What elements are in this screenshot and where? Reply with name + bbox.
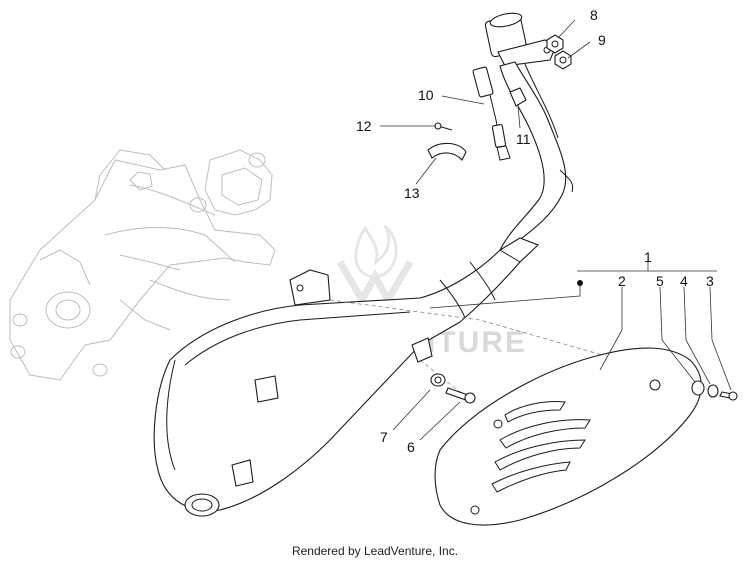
assembly-marker-dot (577, 280, 583, 286)
callout-4: 4 (680, 273, 688, 289)
hardware-parts (427, 34, 738, 404)
callout-9: 9 (598, 32, 606, 48)
callout-12: 12 (356, 118, 372, 134)
frame-ghost (9, 149, 276, 381)
heat-shield (434, 347, 702, 526)
muffler-body (153, 237, 621, 517)
callout-5: 5 (656, 273, 664, 289)
callout-3: 3 (706, 273, 714, 289)
callout-13: 13 (404, 185, 420, 201)
footer-credit: Rendered by LeadVenture, Inc. (291, 544, 459, 558)
callout-8: 8 (590, 7, 598, 23)
callout-1: 1 (644, 249, 652, 265)
leader-lines (380, 19, 732, 441)
watermark-logo (336, 224, 414, 308)
callout-11: 11 (516, 131, 531, 147)
callout-7: 7 (380, 429, 388, 445)
callout-10: 10 (418, 87, 434, 103)
callout-2: 2 (618, 273, 626, 289)
exhaust-header-pipe (484, 12, 574, 252)
callout-6: 6 (407, 439, 415, 455)
callout-labels: 1 2 3 4 5 6 7 8 9 10 11 12 13 (356, 7, 714, 455)
